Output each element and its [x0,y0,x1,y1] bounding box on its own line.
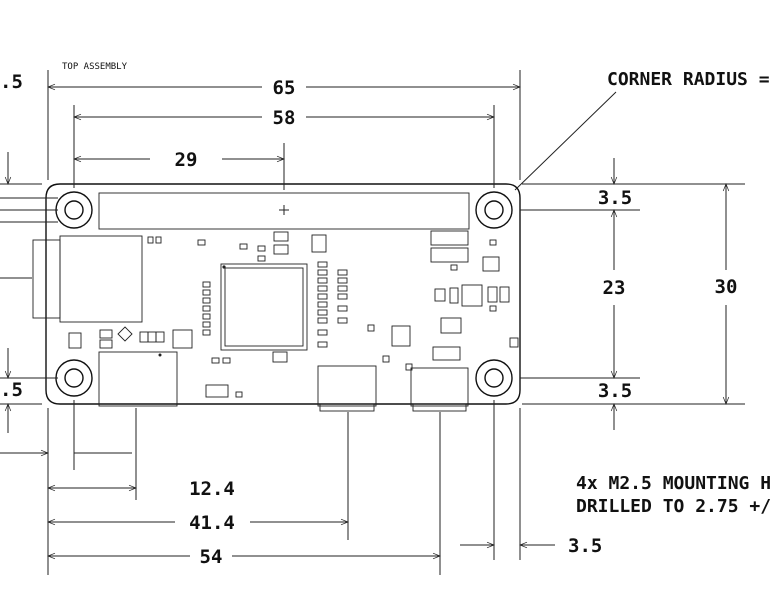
mounting-hole-bottom-left [55,359,93,397]
note-corner-radius: CORNER RADIUS = [607,69,770,90]
dim-hole-spacing-y: 23 [603,277,626,299]
camera-connector [32,235,143,323]
dimension-lines [0,83,730,560]
dim-hole-offset-bottom: 3.5 [598,380,632,402]
small-components [68,230,519,398]
dim-left-partial-top: .5 [0,71,23,93]
dim-hole-offset-top: 3.5 [598,187,632,209]
view-title: TOP ASSEMBLY [62,62,128,72]
dim-overall-length: 65 [273,77,296,99]
dim-left-partial-bottom: .5 [0,379,23,401]
soc-chip [220,263,308,351]
dim-hole-spacing-x: 58 [273,107,296,129]
note-mounting-holes-line1: 4x M2.5 MOUNTING H [576,473,771,494]
mounting-hole-top-right [475,191,513,229]
dim-usb-position: 41.4 [189,512,235,534]
ram-chip [98,351,178,407]
dim-overall-height: 30 [715,276,738,298]
hdmi-connector [317,365,377,412]
mounting-hole-bottom-right [475,359,513,397]
mounting-hole-top-left [55,191,93,229]
note-mounting-holes-line2: DRILLED TO 2.75 +/ [576,496,771,517]
dim-hdmi-position: 12.4 [189,478,235,500]
dim-hole-offset-right: 3.5 [568,535,602,557]
usb-connector [410,367,469,412]
board-outline [45,183,521,405]
gpio-header [98,192,470,230]
dim-pwr-position: 54 [200,546,223,568]
dim-header-center: 29 [175,149,198,171]
corner-radius-leader [514,91,617,191]
